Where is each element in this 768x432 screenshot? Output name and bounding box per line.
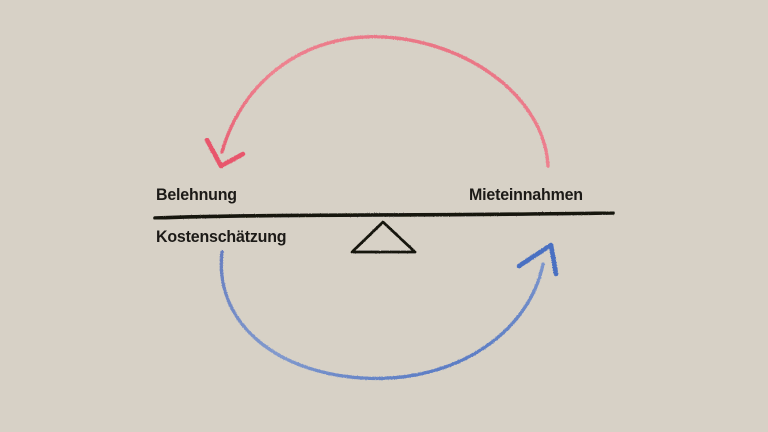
fulcrum-triangle [350,220,417,254]
label-kostenschaetzung: Kostenschätzung [156,227,287,246]
balance-beam [153,211,615,220]
label-mieteinnahmen: Mieteinnahmen [469,185,583,204]
bottom-arc-blue [219,242,559,381]
label-belehnung: Belehnung [156,185,237,204]
top-arc-red [204,35,550,169]
